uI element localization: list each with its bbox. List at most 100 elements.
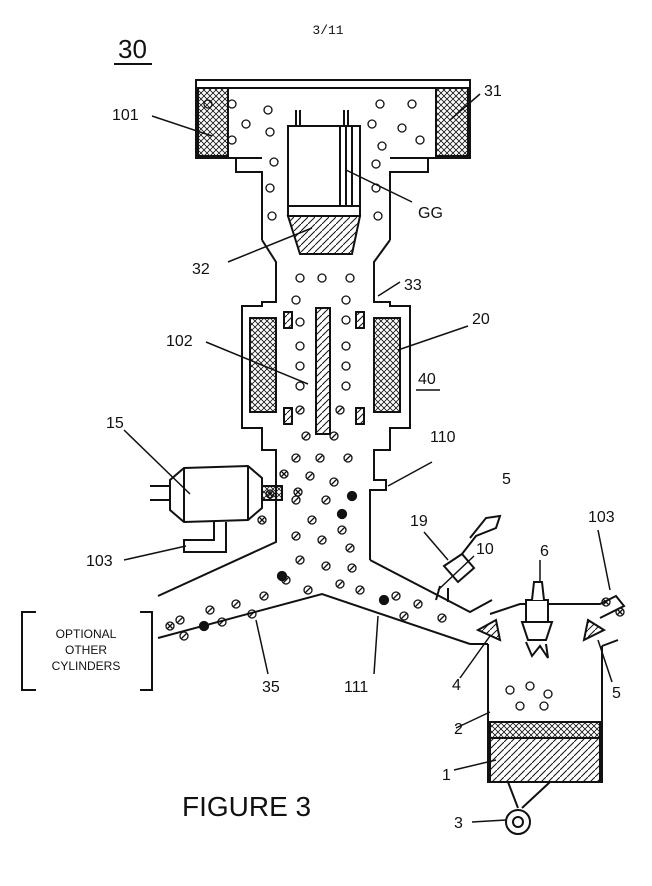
gas-bubble [205,605,215,615]
fuel-particle [336,508,348,520]
optional-line-1: OPTIONAL [56,627,117,641]
bellows-right [373,317,401,413]
particle-mark [344,454,352,462]
label-35: 35 [262,679,280,696]
particle-mark [330,432,338,440]
gas-bubble [321,561,331,571]
gas-bubble [295,273,305,283]
gas-bubble [335,405,345,415]
gas-bubble [267,211,277,221]
particle-mark [304,586,312,594]
particle-mark [266,490,274,498]
fuel-particle [378,594,390,606]
crossed-particle [265,489,275,499]
gas-bubble [399,611,409,621]
gas-bubble [413,599,423,609]
label-10: 10 [476,541,494,558]
gas-bubble [345,273,355,283]
gas-generator [286,110,362,255]
label-102: 102 [166,333,193,350]
crossed-particle [615,607,625,617]
gas-bubble [377,141,387,151]
gas-bubble [341,295,351,305]
particle-mark [318,536,326,544]
particle-mark [306,472,314,480]
label-101: 101 [112,107,139,124]
crossed-particle [601,597,611,607]
injector-19 [435,514,502,602]
sheet-number: 3/11 [312,23,343,38]
fuel-particle [346,490,358,502]
gas-bubble [295,341,305,351]
particle-mark [260,592,268,600]
crossed-particle [279,469,289,479]
gas-bubble [231,599,241,609]
gas-bubble [317,273,327,283]
gas-bubble [329,477,339,487]
label-6: 6 [540,543,549,560]
gas-bubble [341,315,351,325]
label-4: 4 [452,677,461,694]
gas-bubble [315,453,325,463]
gas-bubble [371,159,381,169]
particle-mark [292,454,300,462]
top-plate [195,79,471,89]
particle-mark [292,496,300,504]
gas-bubble [179,631,189,641]
gas-bubble [269,157,279,167]
label-32: 32 [192,261,210,278]
particle-mark [356,586,364,594]
gas-bubble [525,681,535,691]
label-15: 15 [106,415,124,432]
label-2: 2 [454,721,463,738]
particle-mark [400,612,408,620]
particle-mark [330,478,338,486]
gas-bubble [335,579,345,589]
gas-bubble [317,535,327,545]
particle-mark [248,610,256,618]
gas-bubble [295,555,305,565]
gas-bubble [345,543,355,553]
center-baffle [315,307,331,435]
particle-mark [316,454,324,462]
gas-bubble [241,119,251,129]
gas-bubble [265,183,275,193]
particle-mark [258,516,266,524]
particle-mark [296,406,304,414]
particle-mark [280,470,288,478]
gas-bubble [539,701,549,711]
device-15 [150,464,283,553]
gas-bubble [303,585,313,595]
exhaust-valve-5 [582,618,607,642]
spark-plug-6 [520,581,554,659]
label-103-right: 103 [588,509,615,526]
label-gg: GG [418,205,443,222]
particle-mark [348,564,356,572]
gas-bubble [515,701,525,711]
label-5-top: 5 [502,471,511,488]
label-103-left: 103 [86,553,113,570]
gas-bubble [341,341,351,351]
vertical-duct [241,239,411,560]
gas-bubble [543,689,553,699]
particle-mark [308,516,316,524]
top-chamber [195,79,471,240]
gas-bubble [301,431,311,441]
crossed-particle [293,487,303,497]
particle-mark [296,556,304,564]
particle-mark [336,406,344,414]
crossed-particle [165,621,175,631]
figure-title: FIGURE 3 [182,791,311,822]
fuel-particle [276,570,288,582]
label-33: 33 [404,277,422,294]
particle-mark [282,576,290,584]
label-19: 19 [410,513,428,530]
optional-line-3: CYLINDERS [52,659,121,673]
gas-bubble [247,609,257,619]
gas-bubble [291,295,301,305]
particle-mark [338,526,346,534]
gas-bubble [291,531,301,541]
particle-mark [616,608,624,616]
gas-bubble [295,405,305,415]
